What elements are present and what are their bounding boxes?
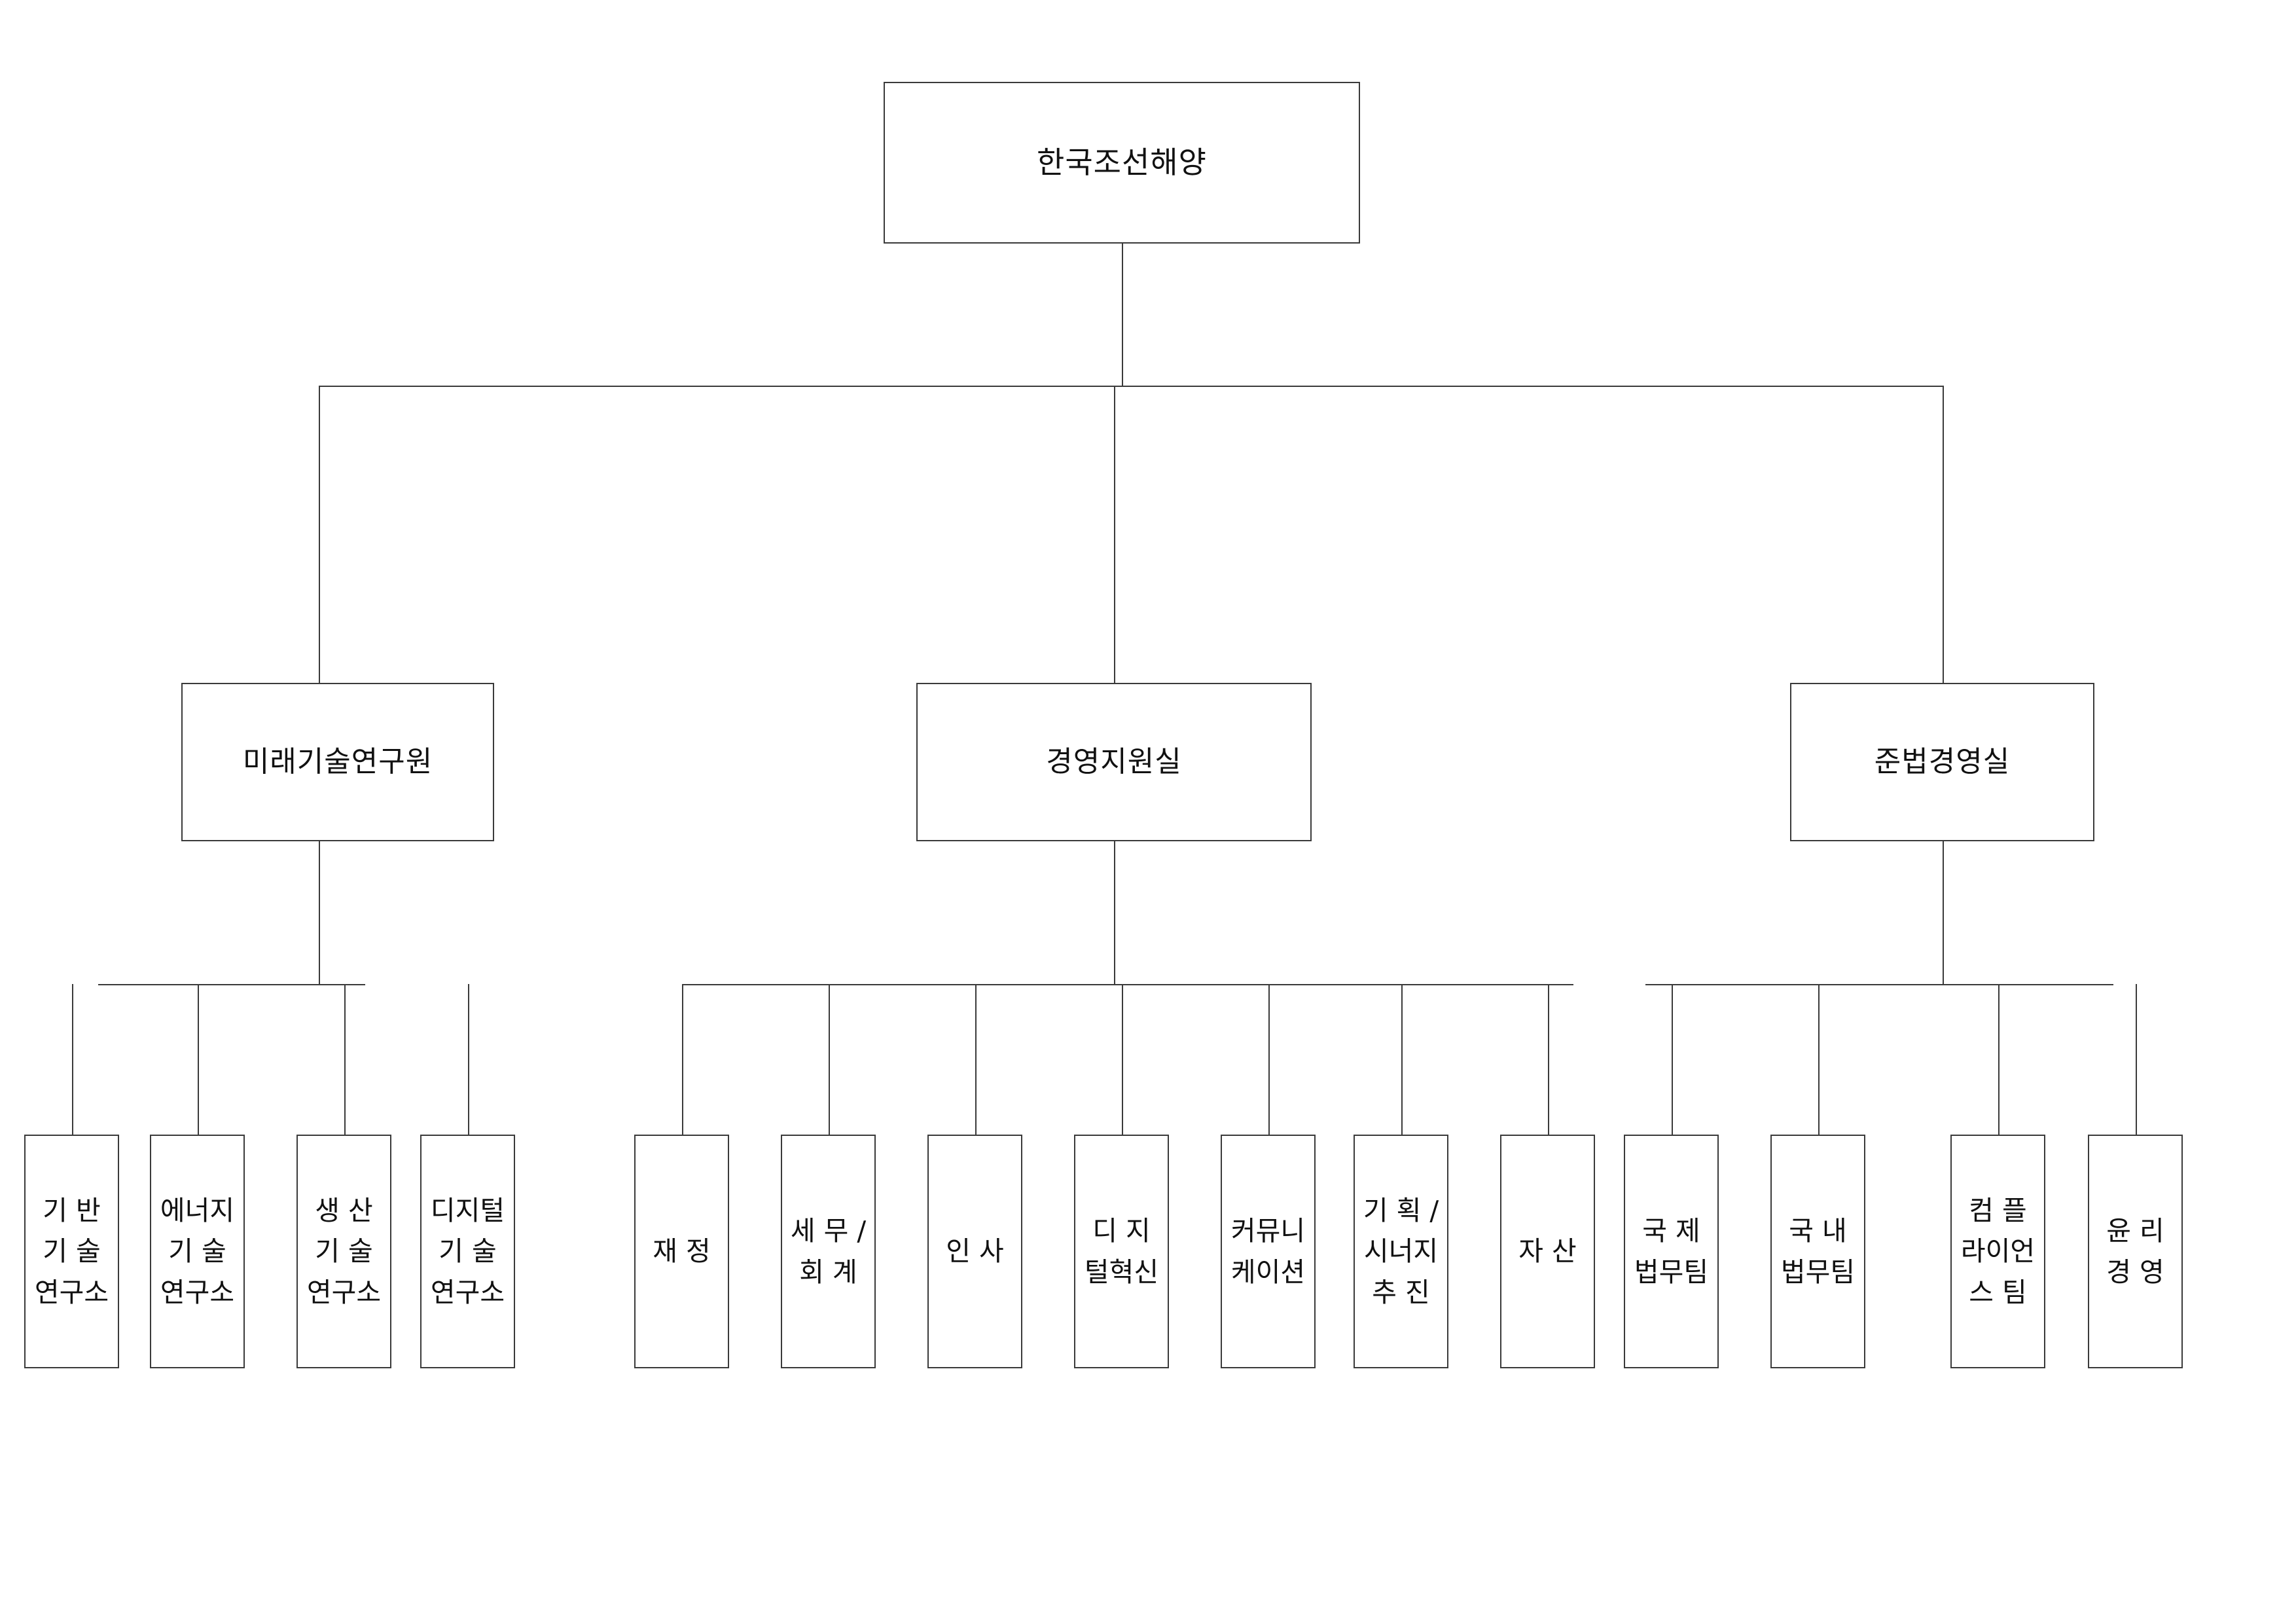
org-node-planning-syn-label: 기 획 / 시너지 추 진 <box>1363 1195 1439 1308</box>
connector-division-stem-2 <box>1943 841 1944 984</box>
org-node-base-tech[interactable]: 기 반 기 술 연구소 <box>24 1135 119 1368</box>
connector-bus-management-support <box>682 984 1573 985</box>
org-node-ethics-mgmt[interactable]: 윤 리 경 영 <box>2088 1135 2183 1368</box>
org-node-root-label: 한국조선해양 <box>1037 144 1207 180</box>
org-node-digital-innov-label: 디 지 털혁신 <box>1084 1215 1159 1288</box>
connector-drop-tax-accounting <box>829 984 830 1135</box>
connector-drop-dom-legal <box>1818 984 1820 1135</box>
org-node-future-tech-label: 미래기술연구원 <box>242 744 433 778</box>
org-node-communication-label: 커뮤니 케이션 <box>1230 1215 1306 1288</box>
org-node-intl-legal-label: 국 제 법무팀 <box>1634 1215 1709 1288</box>
org-node-dom-legal[interactable]: 국 내 법무팀 <box>1770 1135 1865 1368</box>
connector-drop-compliance <box>1998 984 2000 1135</box>
org-node-digital-tech[interactable]: 디지털 기 술 연구소 <box>420 1135 515 1368</box>
connector-drop-assets <box>1548 984 1549 1135</box>
org-node-tax-accounting[interactable]: 세 무 / 회 계 <box>781 1135 876 1368</box>
org-node-finance-label: 재 정 <box>653 1235 711 1267</box>
connector-root-drop <box>1122 244 1123 386</box>
org-node-digital-tech-label: 디지털 기 술 연구소 <box>430 1195 505 1308</box>
connector-drop-ethics-mgmt <box>2136 984 2137 1135</box>
org-node-compliance-label: 컴 플 라이언 스 팀 <box>1960 1195 2036 1308</box>
org-node-compliance[interactable]: 컴 플 라이언 스 팀 <box>1950 1135 2045 1368</box>
connector-drop-finance <box>682 984 683 1135</box>
org-node-hr[interactable]: 인 사 <box>927 1135 1022 1368</box>
connector-division-stem-1 <box>1114 841 1115 984</box>
org-node-assets[interactable]: 자 산 <box>1500 1135 1595 1368</box>
connector-division-drop-2 <box>1943 386 1944 683</box>
org-node-base-tech-label: 기 반 기 술 연구소 <box>34 1195 109 1308</box>
org-node-planning-syn[interactable]: 기 획 / 시너지 추 진 <box>1354 1135 1448 1368</box>
org-node-hr-label: 인 사 <box>946 1235 1004 1267</box>
org-node-energy-tech-label: 에너지 기 술 연구소 <box>160 1195 235 1308</box>
org-node-product-tech[interactable]: 생 산 기 술 연구소 <box>296 1135 391 1368</box>
org-node-ethics-mgmt-label: 윤 리 경 영 <box>2106 1215 2164 1288</box>
org-node-energy-tech[interactable]: 에너지 기 술 연구소 <box>150 1135 245 1368</box>
connector-drop-base-tech <box>72 984 73 1135</box>
org-node-root[interactable]: 한국조선해양 <box>884 82 1360 244</box>
org-node-future-tech[interactable]: 미래기술연구원 <box>181 683 494 841</box>
connector-division-stem-0 <box>319 841 320 984</box>
connector-drop-communication <box>1268 984 1270 1135</box>
connector-top-bus <box>319 386 1943 387</box>
connector-division-drop-1 <box>1114 386 1115 683</box>
org-node-digital-innov[interactable]: 디 지 털혁신 <box>1074 1135 1169 1368</box>
connector-bus-compliance-management <box>1645 984 2113 985</box>
org-node-dom-legal-label: 국 내 법무팀 <box>1780 1215 1856 1288</box>
connector-drop-digital-tech <box>468 984 469 1135</box>
org-node-finance[interactable]: 재 정 <box>634 1135 729 1368</box>
org-node-product-tech-label: 생 산 기 술 연구소 <box>306 1195 382 1308</box>
org-node-tax-accounting-label: 세 무 / 회 계 <box>790 1215 867 1288</box>
org-node-communication[interactable]: 커뮤니 케이션 <box>1221 1135 1316 1368</box>
org-node-compliance-management[interactable]: 준법경영실 <box>1790 683 2094 841</box>
connector-drop-product-tech <box>344 984 346 1135</box>
connector-bus-future-tech <box>98 984 365 985</box>
org-node-management-support-label: 경영지원실 <box>1046 744 1182 778</box>
connector-division-drop-0 <box>319 386 320 683</box>
org-node-management-support[interactable]: 경영지원실 <box>916 683 1312 841</box>
org-node-assets-label: 자 산 <box>1518 1235 1577 1267</box>
connector-drop-planning-syn <box>1401 984 1403 1135</box>
connector-drop-digital-innov <box>1122 984 1123 1135</box>
connector-drop-intl-legal <box>1672 984 1673 1135</box>
org-node-intl-legal[interactable]: 국 제 법무팀 <box>1624 1135 1719 1368</box>
connector-drop-hr <box>975 984 977 1135</box>
connector-drop-energy-tech <box>198 984 199 1135</box>
org-node-compliance-management-label: 준법경영실 <box>1874 744 2011 778</box>
